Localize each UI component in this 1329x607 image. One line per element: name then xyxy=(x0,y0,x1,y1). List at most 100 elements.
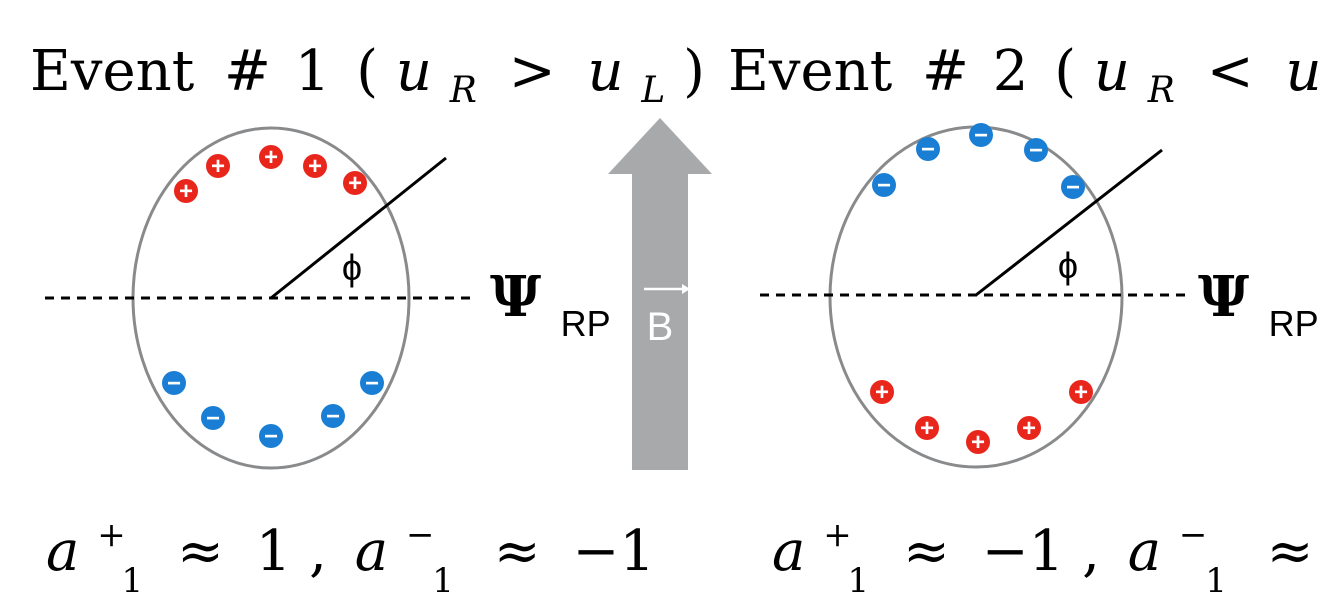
event-1-formula-one-sub-2: 1 xyxy=(432,561,454,601)
event-2-title-u-left: u xyxy=(1285,39,1321,104)
svg-text:+: + xyxy=(179,178,193,205)
event-2-title: Event # 2 ( u R < u L ) xyxy=(728,39,1329,116)
svg-text:+: + xyxy=(920,415,934,442)
event-2-title-prefix: Event xyxy=(728,39,893,104)
event-2-formula-plus-value: −1 xyxy=(982,519,1065,584)
event-2-formula: a + 1 ≈ −1 , a − 1 ≈ 1 xyxy=(772,495,1329,606)
positive-charge: + xyxy=(303,153,327,180)
svg-text:+: + xyxy=(971,429,985,456)
event-1-title-sub-r: R xyxy=(449,70,477,111)
svg-text:−: − xyxy=(326,403,340,430)
negative-charge: − xyxy=(916,136,940,163)
svg-text:−: − xyxy=(264,423,278,450)
svg-text:+: + xyxy=(1074,379,1088,406)
event-1-formula-plus-value: 1 xyxy=(256,519,292,584)
event-2-title-number: 2 xyxy=(993,39,1029,104)
event-1-formula-one-sub: 1 xyxy=(122,561,144,601)
event-2-formula-approx-2: ≈ xyxy=(1267,519,1314,584)
event-2-formula-comma: , xyxy=(1082,519,1100,584)
event-2-phi-label: ϕ xyxy=(1058,245,1078,286)
positive-charge: + xyxy=(1017,415,1041,442)
event-2-title-u-right: u xyxy=(1094,39,1130,104)
event-1-title-number: 1 xyxy=(295,39,331,104)
event-2-formula-a-minus: a xyxy=(1128,519,1161,584)
positive-charge: + xyxy=(343,170,367,197)
svg-text:+: + xyxy=(264,144,278,171)
event-2-psi-symbol: Ψ xyxy=(1198,264,1249,330)
field-label: B xyxy=(647,305,674,349)
event-1-formula-minus-sup: − xyxy=(406,515,435,555)
negative-charge: − xyxy=(872,172,896,199)
positive-charge: + xyxy=(206,153,230,180)
positive-charge: + xyxy=(870,379,894,406)
event-2-title-operator: < xyxy=(1207,39,1254,104)
event-2-formula-a-plus: a xyxy=(772,519,805,584)
event-2-angle-line xyxy=(975,148,1163,297)
negative-charge: − xyxy=(1061,174,1085,201)
svg-text:+: + xyxy=(875,379,889,406)
event-2-title-sub-r: R xyxy=(1147,70,1175,111)
negative-charge: − xyxy=(969,122,993,149)
positive-charge: + xyxy=(915,415,939,442)
event-2-formula-one-sub: 1 xyxy=(848,561,870,601)
event-2-formula-approx: ≈ xyxy=(903,519,950,584)
positive-charge: + xyxy=(259,144,283,171)
event-1-title-close-paren: ) xyxy=(683,39,705,104)
positive-charge: + xyxy=(1069,379,1093,406)
event-2-title-hash: # xyxy=(922,39,969,104)
negative-charge: − xyxy=(360,370,384,397)
negative-charge: − xyxy=(259,423,283,450)
event-1-formula-comma: , xyxy=(309,519,327,584)
event-1-title-u-right: u xyxy=(396,39,432,104)
event-2-title-open-paren: ( xyxy=(1054,39,1076,104)
event-1-angle-line xyxy=(270,156,447,300)
event-1-title-sub-l: L xyxy=(640,70,665,111)
event-1-formula-a-plus: a xyxy=(46,519,79,584)
svg-text:−: − xyxy=(1029,137,1043,164)
event-1-negative-charges: − − − − − xyxy=(162,370,384,450)
event-1-psi-subscript: RP xyxy=(561,303,611,344)
event-2-negative-charges: − − − − − xyxy=(872,122,1085,201)
event-1-panel: Event # 1 ( u R > u L ) ϕ Ψ RP + + + + +… xyxy=(30,39,705,606)
negative-charge: − xyxy=(201,405,225,432)
event-1-formula-approx: ≈ xyxy=(177,519,224,584)
event-1-title-operator: > xyxy=(509,39,556,104)
svg-text:+: + xyxy=(348,170,362,197)
event-1-title-open-paren: ( xyxy=(356,39,378,104)
positive-charge: + xyxy=(174,178,198,205)
event-2-psi-subscript: RP xyxy=(1269,303,1319,344)
svg-text:−: − xyxy=(974,122,988,149)
positive-charge: + xyxy=(966,429,990,456)
negative-charge: − xyxy=(321,403,345,430)
field-arrow-head xyxy=(608,118,712,174)
event-1-psi-symbol: Ψ xyxy=(490,264,541,330)
event-2-formula-plus-sup: + xyxy=(823,515,852,555)
event-2-formula-minus-sup: − xyxy=(1179,515,1208,555)
event-2-formula-one-sub-2: 1 xyxy=(1205,561,1227,601)
event-1-formula-minus-value: −1 xyxy=(572,519,655,584)
svg-text:+: + xyxy=(308,153,322,180)
event-1-formula-a-minus: a xyxy=(355,519,388,584)
negative-charge: − xyxy=(162,370,186,397)
field-vector-arrow-head xyxy=(682,284,690,294)
svg-text:−: − xyxy=(921,136,935,163)
svg-text:−: − xyxy=(365,370,379,397)
negative-charge: − xyxy=(1024,137,1048,164)
event-1-positive-charges: + + + + + xyxy=(174,144,367,205)
event-1-title-u-left: u xyxy=(587,39,623,104)
event-2-positive-charges: + + + + + xyxy=(870,379,1093,456)
svg-text:+: + xyxy=(211,153,225,180)
svg-text:+: + xyxy=(1022,415,1036,442)
event-1-phi-label: ϕ xyxy=(342,247,362,288)
event-1-formula-plus-sup: + xyxy=(97,515,126,555)
event-1-title-prefix: Event xyxy=(30,39,195,104)
field-arrow-shaft xyxy=(632,172,688,470)
event-1-formula: a + 1 ≈ 1 , a − 1 ≈ −1 xyxy=(46,495,655,606)
svg-text:−: − xyxy=(206,405,220,432)
svg-text:−: − xyxy=(877,172,891,199)
event-1-title-hash: # xyxy=(224,39,271,104)
event-1-reaction-plane-label: Ψ RP xyxy=(490,264,611,344)
magnetic-field-arrow: B xyxy=(608,118,712,470)
event-1-title: Event # 1 ( u R > u L ) xyxy=(30,39,705,116)
